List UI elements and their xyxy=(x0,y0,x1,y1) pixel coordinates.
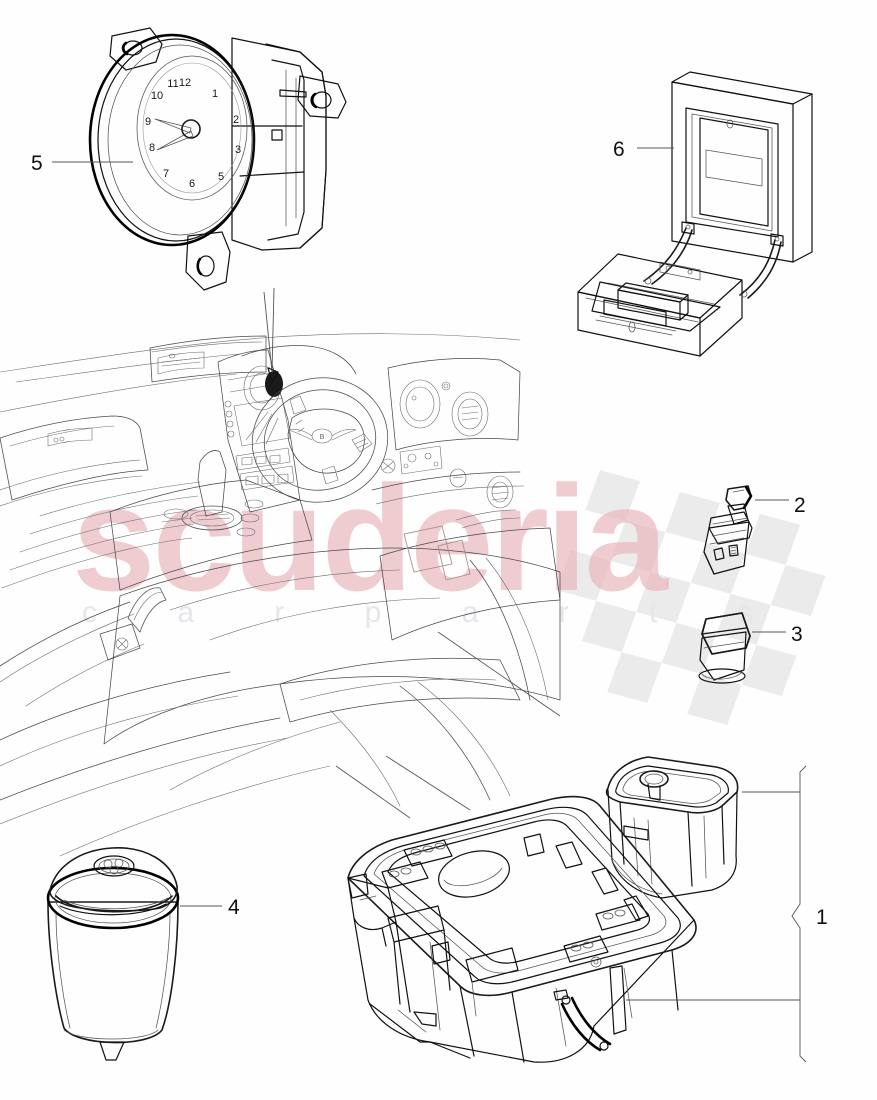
bentley-badge: B xyxy=(287,428,357,444)
watermark-tagline: c a r p a r t s xyxy=(82,596,789,629)
leader-line-interior-to-part1 xyxy=(437,631,561,717)
hinge-stay-left xyxy=(643,227,687,282)
svg-text:B: B xyxy=(320,433,325,441)
callout-label-5: 5 xyxy=(31,152,43,175)
part-1-insert-tray xyxy=(605,756,739,899)
part-1-main-housing xyxy=(347,795,697,1063)
part-3-socket-cap: 3 xyxy=(698,612,803,684)
callout-label-4: 4 xyxy=(228,896,240,919)
callout-label-3: 3 xyxy=(791,623,803,646)
clock-hands xyxy=(154,118,194,151)
callout-label-2: 2 xyxy=(794,494,806,517)
clock-hub xyxy=(181,119,201,139)
watermark-brand: scuderia xyxy=(72,454,670,622)
vehicle-interior-illustration: B xyxy=(0,333,561,857)
part-5-analogue-clock: 12 1 2 3 5 6 7 8 9 10 11 5 xyxy=(31,27,347,291)
clock-numeral-9: 9 xyxy=(145,116,151,128)
clock-numeral-3: 3 xyxy=(235,144,241,156)
part-1-ashtray-assembly: 1 xyxy=(347,756,828,1063)
part-4-cup-ashtray: 4 xyxy=(46,847,240,1061)
clock-numeral-10: 10 xyxy=(151,90,163,102)
clock-numeral-2: 2 xyxy=(233,114,239,126)
part-6-storage-box: 6 xyxy=(577,71,813,357)
clock-numerals: 12 1 2 3 5 6 7 8 9 10 11 xyxy=(145,77,241,190)
hinge-stay-right xyxy=(739,239,776,296)
clock-numeral-11: 11 xyxy=(167,78,178,90)
clock-numeral-6: 6 xyxy=(189,178,195,190)
callout-label-1: 1 xyxy=(816,906,828,929)
pedals xyxy=(403,525,471,581)
steering-wheel: B xyxy=(251,377,389,503)
clock-location-marker xyxy=(265,371,283,397)
clock-numeral-5: 5 xyxy=(218,171,224,183)
callout-bracket-1 xyxy=(791,765,807,1063)
callout-label-6: 6 xyxy=(613,138,625,161)
clock-numeral-7: 7 xyxy=(163,168,169,180)
clock-numeral-12: 12 xyxy=(179,77,191,89)
clock-numeral-1: 1 xyxy=(212,88,218,100)
clock-numeral-8: 8 xyxy=(149,142,155,154)
part-2-cigarette-lighter: 2 xyxy=(703,485,806,575)
leader-line-clock-to-interior xyxy=(271,287,275,373)
